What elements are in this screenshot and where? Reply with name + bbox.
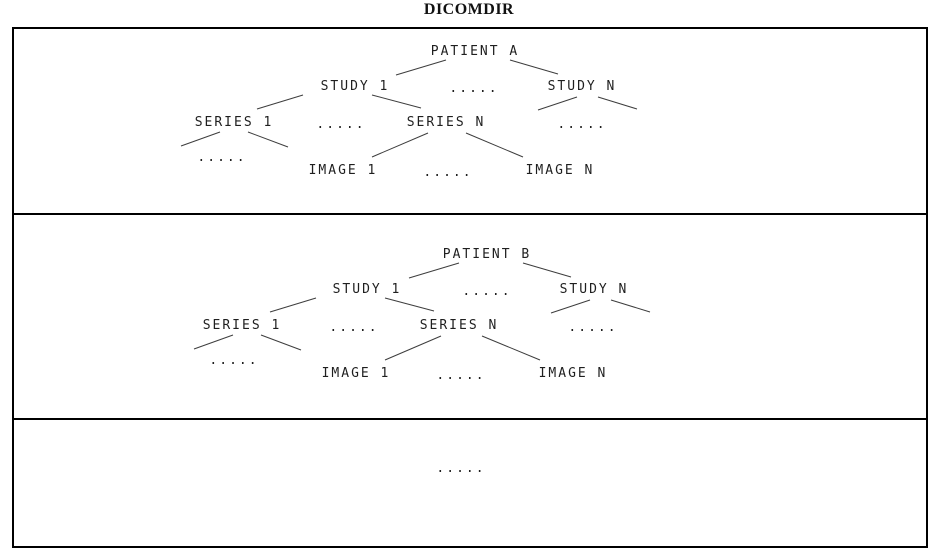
tree-b-study-n-children-ellipsis: ..... <box>568 320 618 335</box>
tree-b-image-ellipsis: ..... <box>436 368 486 383</box>
tree-b-image-n-node: IMAGE N <box>538 366 608 381</box>
tree-a-patient-node: PATIENT A <box>430 44 520 59</box>
tree-a-study-1-node: STUDY 1 <box>320 79 390 94</box>
panel-divider <box>14 213 926 215</box>
tree-b-series-ellipsis: ..... <box>329 320 379 335</box>
diagram-outer-box <box>12 27 928 548</box>
tree-b-patient-node: PATIENT B <box>442 247 532 262</box>
tree-a-study-ellipsis: ..... <box>449 81 499 96</box>
tree-a-series-1-children-ellipsis: ..... <box>197 150 247 165</box>
tree-a-series-n-node: SERIES N <box>406 115 486 130</box>
tree-a-study-n-children-ellipsis: ..... <box>557 117 607 132</box>
more-patients-ellipsis: ..... <box>436 461 486 476</box>
tree-a-series-ellipsis: ..... <box>316 117 366 132</box>
tree-b-study-1-node: STUDY 1 <box>332 282 402 297</box>
tree-a-series-1-node: SERIES 1 <box>194 115 274 130</box>
tree-a-image-ellipsis: ..... <box>423 165 473 180</box>
tree-b-study-ellipsis: ..... <box>462 284 512 299</box>
tree-a-study-n-node: STUDY N <box>547 79 617 94</box>
tree-a-image-1-node: IMAGE 1 <box>308 163 378 178</box>
tree-b-series-1-children-ellipsis: ..... <box>209 353 259 368</box>
tree-b-image-1-node: IMAGE 1 <box>321 366 391 381</box>
tree-b-series-1-node: SERIES 1 <box>202 318 282 333</box>
page-title: DICOMDIR <box>423 1 515 18</box>
tree-b-series-n-node: SERIES N <box>419 318 499 333</box>
tree-a-image-n-node: IMAGE N <box>525 163 595 178</box>
tree-b-study-n-node: STUDY N <box>559 282 629 297</box>
panel-divider <box>14 418 926 420</box>
